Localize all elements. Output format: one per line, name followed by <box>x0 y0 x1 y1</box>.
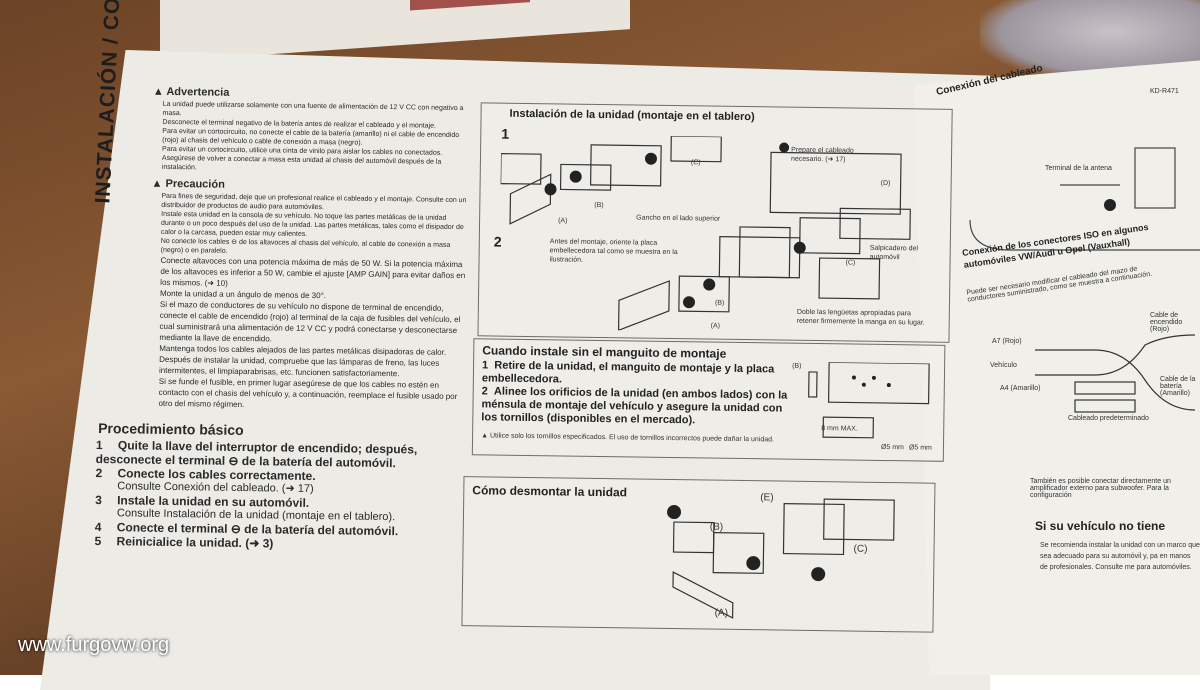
install-illustration <box>500 135 911 332</box>
a7-label: A7 (Rojo) <box>992 338 1022 345</box>
caution-icon: ▲ <box>481 432 491 440</box>
ignition-label: Cable de encendido (Rojo) <box>1150 312 1183 333</box>
label-c2: (C) <box>845 259 856 267</box>
warning-icon: ▲ <box>152 85 167 98</box>
prepare-note: Prepare el cableado necesario. (➜ 17) <box>790 146 854 164</box>
vehicle-label: Vehículo <box>990 362 1017 369</box>
label-b: (B) <box>792 362 802 370</box>
warning-item: Asegúrese de volver a conectar a masa es… <box>161 154 442 172</box>
label-d: (D) <box>880 179 891 188</box>
a4-label: A4 (Amarillo) <box>1000 385 1041 392</box>
right-page <box>914 60 1200 675</box>
no-tiene-title: Si su vehículo no tiene <box>1035 519 1166 533</box>
sleeve-box-title: Cuando instale sin el manguito de montaj… <box>482 343 727 361</box>
iso-connector-illustration <box>1035 334 1196 413</box>
sleeve-step: 2 Alinee los orificios de la unidad (en … <box>481 385 788 427</box>
hook-note: Gancho en el lado superior <box>636 214 721 223</box>
watermark: www.furgovw.org <box>18 634 170 656</box>
warnings-column: ▲ Advertencia La unidad puede utilizarse… <box>94 85 472 553</box>
bend-note: Doble las lengüetas apropiadas para rete… <box>796 308 925 327</box>
install-diagram-box: Instalación de la unidad (montaje en el … <box>477 102 953 343</box>
model-number: KD-R471 <box>1150 88 1179 95</box>
label-b: (B) <box>594 201 604 210</box>
sleeve-box: Cuando instale sin el manguito de montaj… <box>471 338 946 462</box>
no-tiene-text: Se recomienda instalar la unidad con un … <box>1040 542 1200 571</box>
label-a: (A) <box>714 607 729 619</box>
caution-item: Si el mazo de conductores de su vehículo… <box>159 299 461 344</box>
subwoofer-text: También es posible conectar directamente… <box>1030 478 1171 499</box>
diameter-2: Ø5 mm <box>908 444 932 452</box>
label-e: (E) <box>760 492 774 504</box>
before-note: Antes del montaje, oriente la placa embe… <box>549 238 678 264</box>
sleeve-illustration <box>808 361 930 439</box>
label-a2: (A) <box>710 322 721 330</box>
label-c: (C) <box>690 159 701 167</box>
dashboard-note: Salpicadero del automóvil <box>869 244 919 262</box>
wiring-illustration <box>969 147 1200 251</box>
label-a: (A) <box>558 217 568 225</box>
manual-booklet: INSTALACIÓN / CONEXIÓN ▲ Advertencia La … <box>18 0 1200 690</box>
label-b: (B) <box>709 521 724 533</box>
battery-label: Cable de la batería (Amarillo) <box>1160 376 1196 397</box>
caution-item: Si se funde el fusible, en primer lugar … <box>158 376 458 410</box>
label-c: (C) <box>853 543 868 555</box>
caution-icon: ▲ <box>151 177 166 190</box>
sleeve-steps: 1 Retire de la unidad, el manguito de mo… <box>481 359 792 451</box>
mm-max: 8 mm MAX. <box>821 425 858 433</box>
diameter-1: Ø5 mm <box>880 443 904 452</box>
remove-box-title: Cómo desmontar la unidad <box>472 483 628 500</box>
remove-box: Cómo desmontar la unidad (B) (E) (C) (A) <box>461 476 936 633</box>
sleeve-note: ▲ Utilice solo los tornillos especificad… <box>481 432 775 444</box>
antenna-label: Terminal de la antena <box>1045 165 1112 172</box>
label-b2: (B) <box>714 299 725 307</box>
install-box-title: Instalación de la unidad (montaje en el … <box>509 107 755 124</box>
default-wiring-label: Cableado predeterminado <box>1068 415 1149 422</box>
caution-item: Conecte altavoces con una potencia máxim… <box>160 255 466 288</box>
side-title: INSTALACIÓN / CONEXIÓN <box>91 0 129 205</box>
remove-illustration <box>667 498 895 619</box>
